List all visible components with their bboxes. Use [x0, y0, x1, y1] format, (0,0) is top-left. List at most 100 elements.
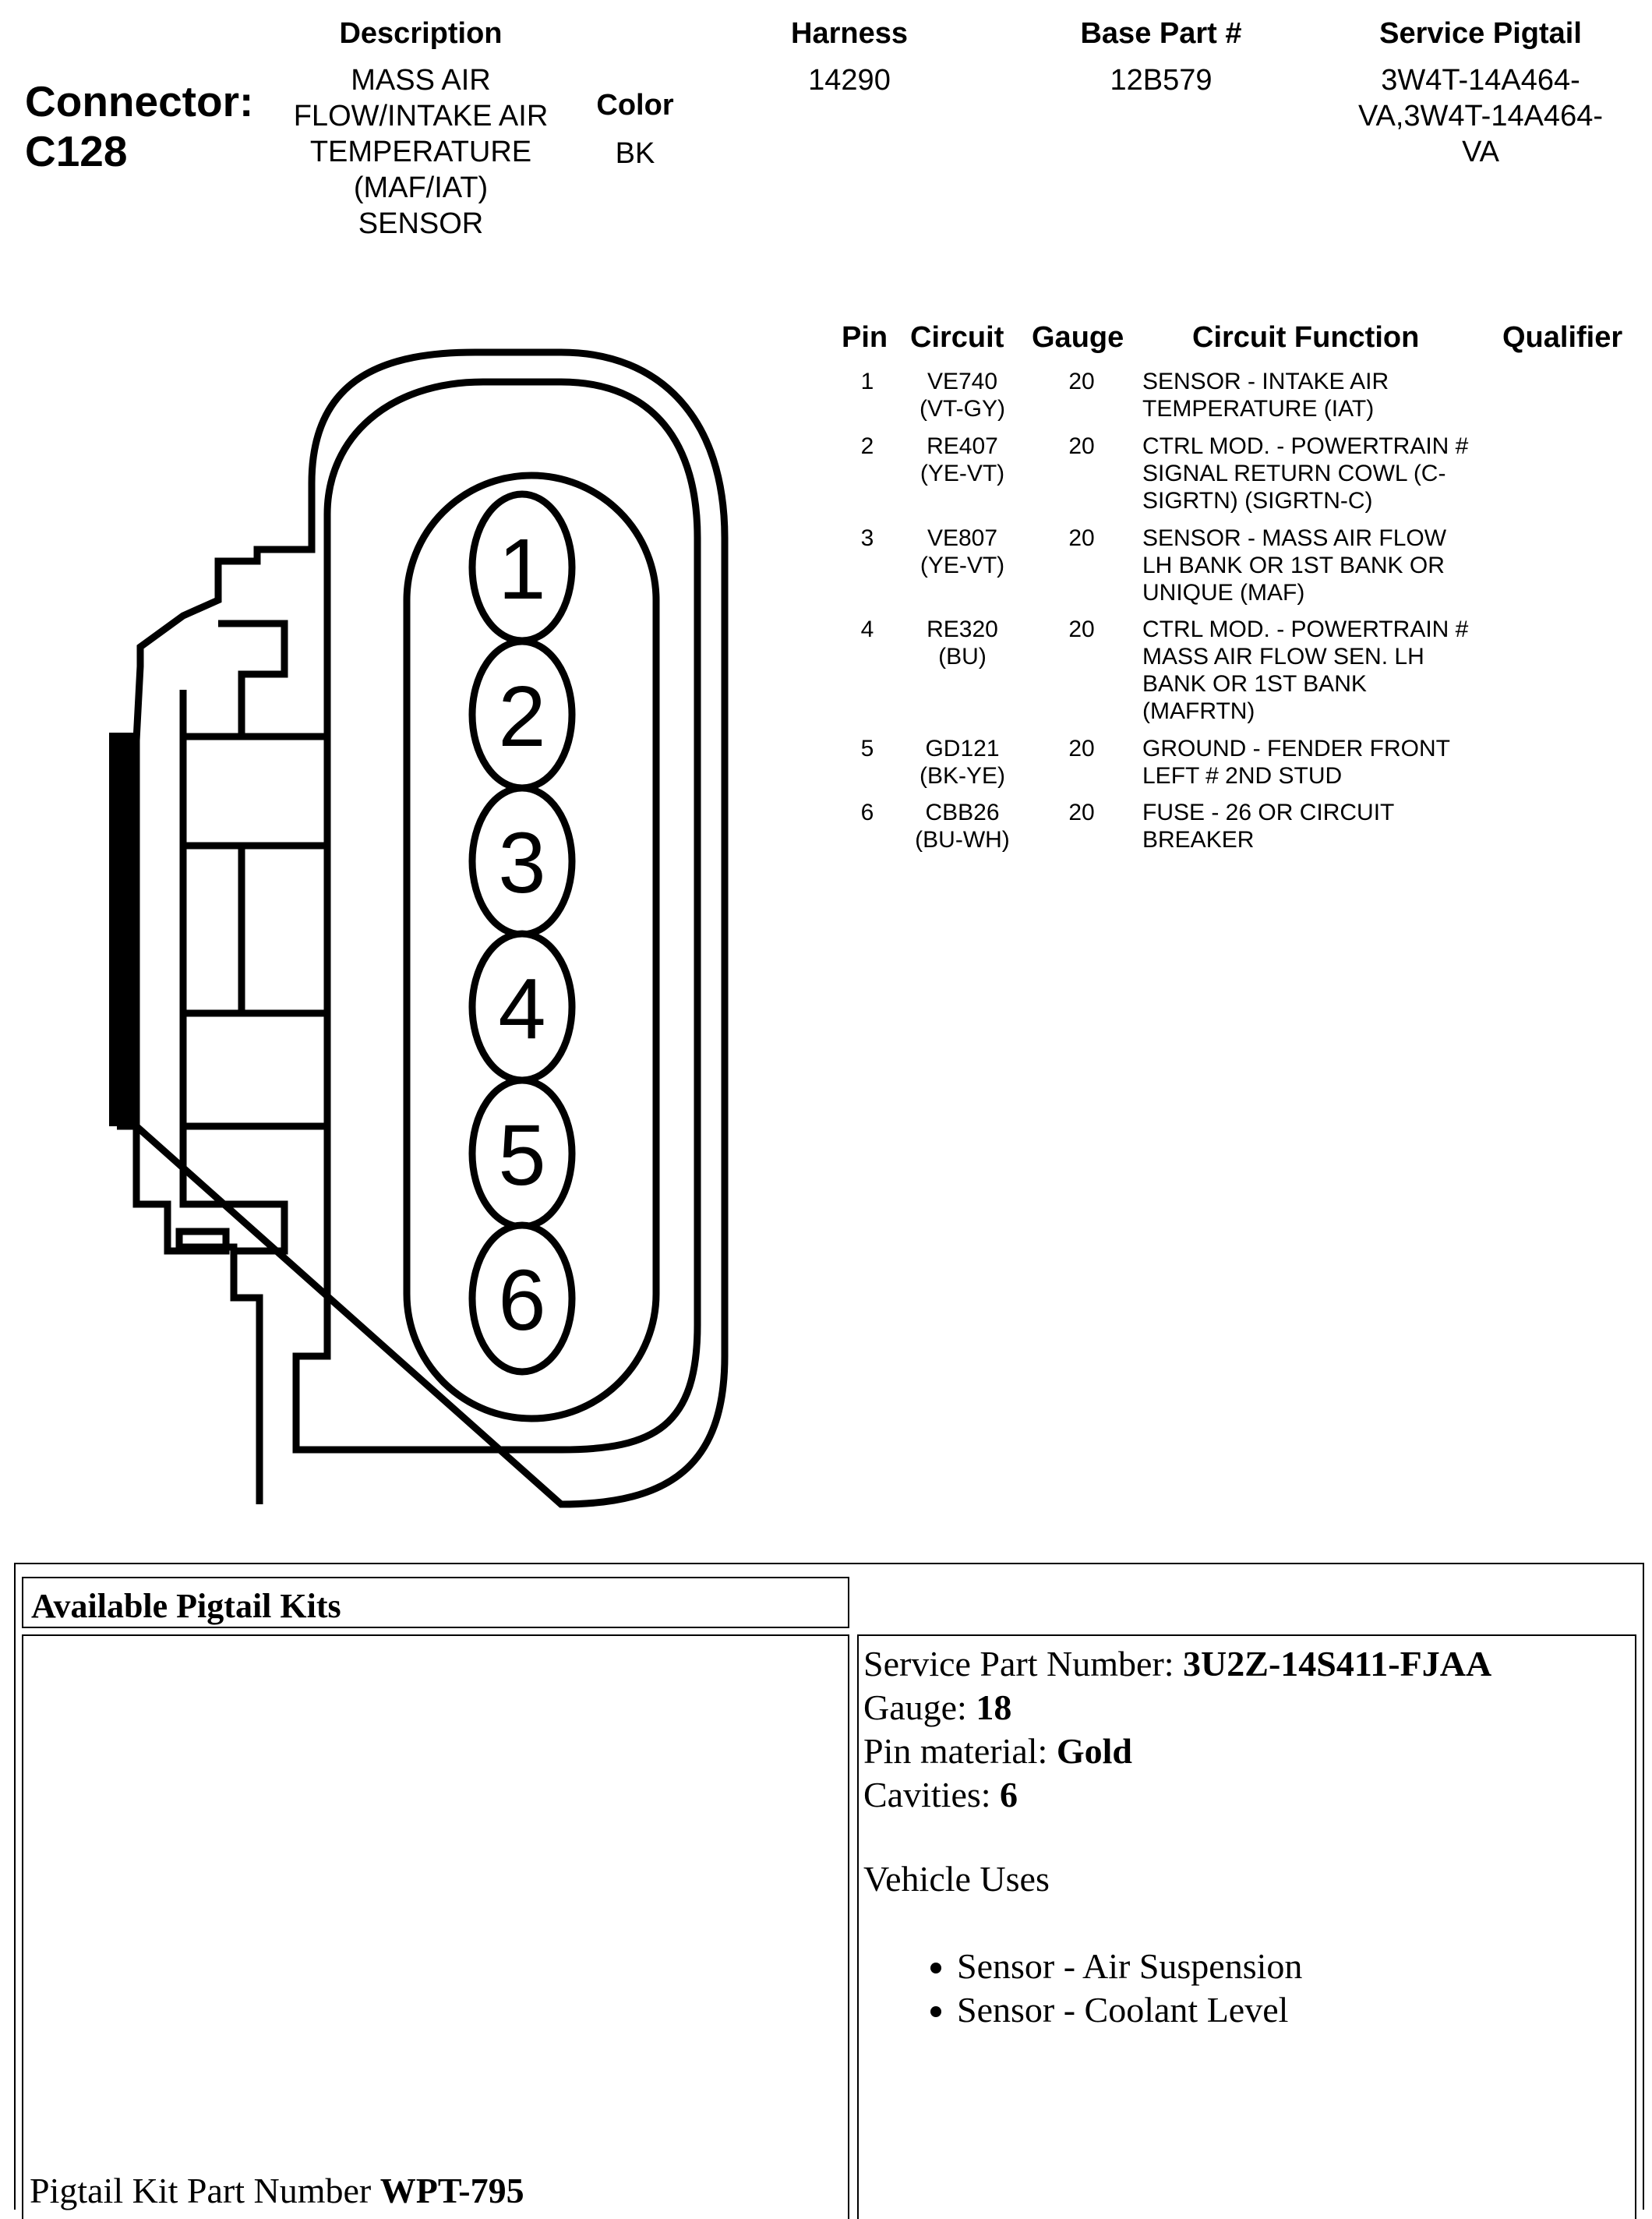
gauge-cell: 20 — [1068, 800, 1095, 825]
function-line: SIGNAL RETURN COWL (C- — [1142, 461, 1446, 486]
pin-material-line: Pin material: Gold — [863, 1730, 1635, 1773]
description-line: SENSOR — [358, 207, 484, 240]
vehicle-uses-heading: Vehicle Uses — [863, 1859, 1050, 1899]
col-header-gauge: Gauge — [1032, 321, 1124, 354]
pigtail-kit-details: Service Part Number: 3U2Z-14S411-FJAA Ga… — [857, 1634, 1636, 2219]
gauge-cell: 20 — [1068, 433, 1095, 459]
pin-4-number: 4 — [498, 961, 545, 1057]
pin-2-number: 2 — [498, 669, 545, 765]
circuit-code: VE740 — [927, 369, 998, 394]
connector-label-text: Connector: — [25, 77, 254, 125]
side-rail — [109, 733, 137, 1126]
kit-part-label: Pigtail Kit Part Number — [30, 2171, 380, 2210]
description-line: TEMPERATURE — [309, 136, 532, 168]
col-header-function: Circuit Function — [1192, 321, 1420, 354]
function-line: (MAFRTN) — [1142, 698, 1255, 724]
circuit-code: RE320 — [927, 617, 998, 642]
function-line: FUSE - 26 OR CIRCUIT — [1142, 800, 1395, 825]
gauge-cell: 20 — [1068, 617, 1095, 642]
vehicle-uses-list: Sensor - Air Suspension Sensor - Coolant… — [863, 1945, 1635, 2032]
pigtail-kits-title: Available Pigtail Kits — [22, 1577, 849, 1628]
base-part-value: 12B579 — [1110, 64, 1213, 97]
service-pigtail-line: VA,3W4T-14A464- — [1357, 100, 1603, 133]
list-item: Sensor - Coolant Level — [957, 1988, 1635, 2032]
function-line: TEMPERATURE (IAT) — [1142, 396, 1375, 422]
pigtail-kit-left-cell: Pigtail Kit Part Number WPT-795 — [22, 1634, 849, 2219]
function-line: BREAKER — [1142, 827, 1255, 853]
description-line: MASS AIR — [351, 64, 491, 97]
circuit-color: (BU-WH) — [915, 827, 1010, 853]
circuit-code: RE407 — [927, 433, 998, 459]
pin-cell: 4 — [860, 617, 874, 642]
service-pigtail-line: 3W4T-14A464- — [1381, 64, 1580, 97]
base-part-header: Base Part # — [1080, 17, 1242, 50]
pin-6-number: 6 — [498, 1253, 545, 1348]
kit-part-number-line: Pigtail Kit Part Number WPT-795 — [30, 2169, 524, 2213]
pin-cell: 5 — [860, 736, 874, 761]
latch-mid — [179, 690, 327, 1150]
circuit-cell: RE320 (BU) — [896, 616, 1029, 670]
service-pigtail-value: 3W4T-14A464- VA,3W4T-14A464- VA — [1317, 62, 1644, 170]
gauge-cell: 20 — [1068, 525, 1095, 551]
latch-left — [179, 620, 288, 740]
pigtail-kits-panel: Available Pigtail Kits Pigtail Kit Part … — [14, 1563, 1644, 2219]
service-pigtail-header: Service Pigtail — [1379, 17, 1582, 50]
col-header-circuit: Circuit — [910, 321, 1004, 354]
function-line: LH BANK OR 1ST BANK OR — [1142, 553, 1445, 578]
pin-5-number: 5 — [498, 1108, 545, 1203]
gauge-line: Gauge: 18 — [863, 1686, 1635, 1730]
harness-header: Harness — [791, 17, 908, 50]
service-part-number: 3U2Z-14S411-FJAA — [1183, 1644, 1492, 1684]
function-line: SENSOR - INTAKE AIR — [1142, 369, 1389, 394]
pin-cell: 3 — [860, 525, 874, 551]
circuit-color: (BU) — [938, 644, 987, 670]
pin-cell: 1 — [860, 369, 874, 394]
col-header-qualifier: Qualifier — [1502, 321, 1623, 354]
col-header-pin: Pin — [842, 321, 888, 354]
gauge-value: 18 — [976, 1687, 1012, 1727]
pin-6-circle — [468, 1221, 576, 1376]
connector-label: Connector: C128 — [25, 76, 253, 176]
circuit-code: VE807 — [927, 525, 998, 551]
housing-inner — [292, 378, 701, 1454]
kit-part-number: WPT-795 — [379, 2171, 524, 2210]
housing-outer — [117, 348, 729, 1508]
harness-value: 14290 — [808, 64, 891, 97]
circuit-cell: VE740 (VT-GY) — [896, 368, 1029, 422]
function-cell: SENSOR - MASS AIR FLOW LH BANK OR 1ST BA… — [1142, 525, 1501, 606]
function-line: CTRL MOD. - POWERTRAIN # — [1142, 617, 1469, 642]
service-pigtail-line: VA — [1462, 136, 1499, 168]
list-item: Sensor - Air Suspension — [957, 1945, 1635, 1988]
function-line: GROUND - FENDER FRONT — [1142, 736, 1450, 761]
function-line: SENSOR - MASS AIR FLOW — [1142, 525, 1447, 551]
function-line: CTRL MOD. - POWERTRAIN # — [1142, 433, 1469, 459]
latch-left-lower — [179, 1150, 288, 1255]
pin-material-value: Gold — [1056, 1731, 1132, 1771]
pin-cell: 2 — [860, 433, 874, 459]
service-part-line: Service Part Number: 3U2Z-14S411-FJAA — [863, 1642, 1635, 1686]
function-line: SIGRTN) (SIGRTN-C) — [1142, 488, 1373, 514]
connector-diagram: 1 2 3 4 5 6 — [109, 348, 729, 1508]
gauge-cell: 20 — [1068, 369, 1095, 394]
circuit-color: (VT-GY) — [920, 396, 1005, 422]
pin-3-number: 3 — [498, 815, 545, 911]
color-value: BK — [615, 137, 655, 170]
function-cell: CTRL MOD. - POWERTRAIN # MASS AIR FLOW S… — [1142, 616, 1501, 725]
function-line: LEFT # 2ND STUD — [1142, 763, 1343, 789]
connector-id: C128 — [25, 127, 128, 175]
cavities-line: Cavities: 6 — [863, 1773, 1635, 1817]
circuit-color: (YE-VT) — [920, 461, 1005, 486]
description-line: FLOW/INTAKE AIR — [293, 100, 549, 133]
pin-cell: 6 — [860, 800, 874, 825]
function-cell: GROUND - FENDER FRONT LEFT # 2ND STUD — [1142, 735, 1501, 790]
circuit-cell: CBB26 (BU-WH) — [896, 799, 1029, 853]
service-part-label: Service Part Number: — [863, 1644, 1184, 1684]
description-header: Description — [339, 17, 503, 50]
pin-1-number: 1 — [498, 521, 545, 617]
pin-material-label: Pin material: — [863, 1731, 1057, 1771]
circuit-code: CBB26 — [925, 800, 1000, 825]
function-line: BANK OR 1ST BANK — [1142, 671, 1367, 697]
function-cell: SENSOR - INTAKE AIR TEMPERATURE (IAT) — [1142, 368, 1501, 422]
circuit-color: (BK-YE) — [919, 763, 1005, 789]
circuit-code: GD121 — [925, 736, 1000, 761]
